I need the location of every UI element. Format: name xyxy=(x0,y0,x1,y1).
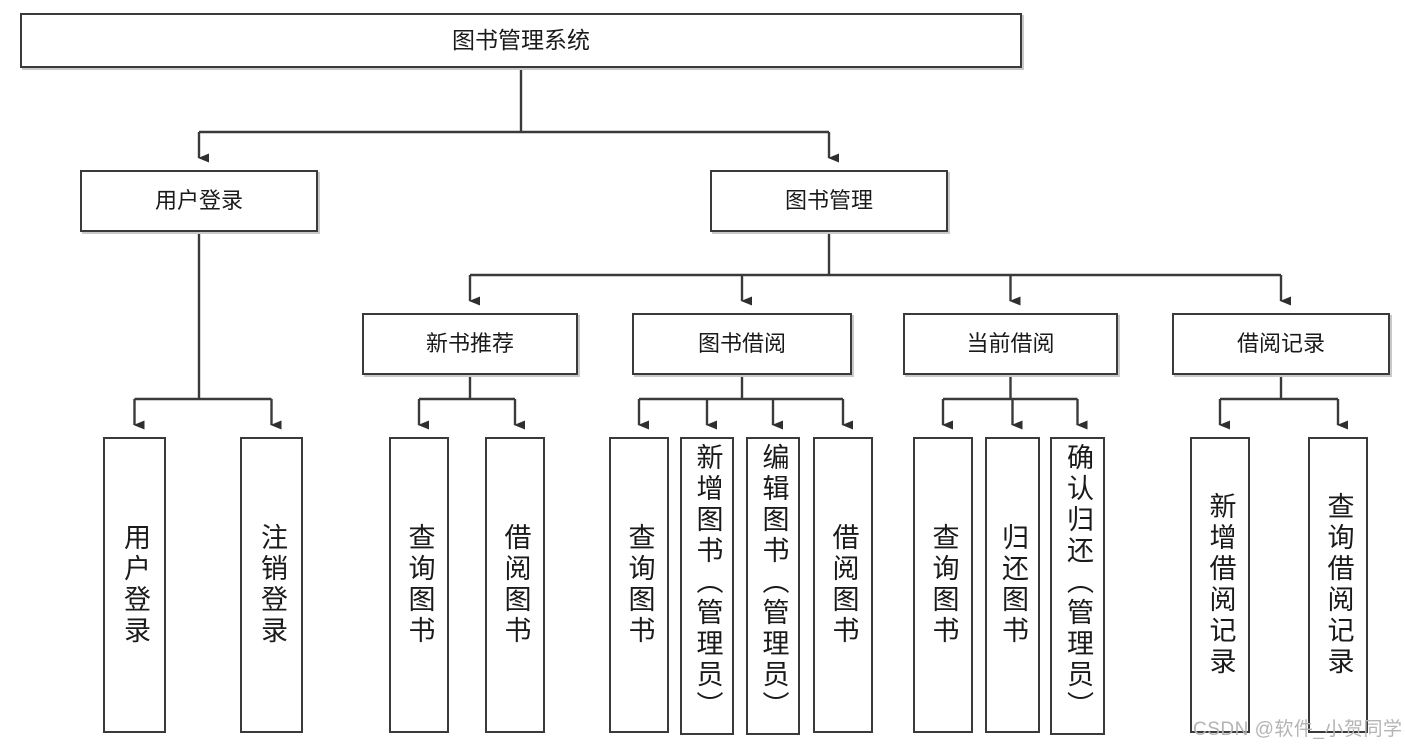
node-label: 当前借阅 xyxy=(966,331,1055,357)
watermark-text: CSDN @软件_小贺同学 xyxy=(1193,719,1403,740)
node-leaf-confirm-return[interactable]: 确认归还（管理员） xyxy=(1050,437,1105,735)
node-label: 新增借阅记录 xyxy=(1205,492,1236,678)
node-leaf-query-book-2[interactable]: 查询图书 xyxy=(609,437,669,733)
node-leaf-user-login[interactable]: 用户登录 xyxy=(103,437,166,733)
node-book-manage[interactable]: 图书管理 xyxy=(710,170,948,232)
node-label: 用户登录 xyxy=(154,188,243,214)
node-root[interactable]: 图书管理系统 xyxy=(20,13,1022,68)
node-new-book-rec[interactable]: 新书推荐 xyxy=(362,313,578,375)
node-label: 注销登录 xyxy=(257,523,287,647)
node-label: 新书推荐 xyxy=(425,331,514,357)
node-current-borrow[interactable]: 当前借阅 xyxy=(903,313,1118,375)
node-leaf-borrow-book-2[interactable]: 借阅图书 xyxy=(813,437,873,733)
node-leaf-query-book-3[interactable]: 查询图书 xyxy=(913,437,973,733)
node-label: 图书借阅 xyxy=(697,331,786,357)
node-label: 查询图书 xyxy=(928,523,959,647)
node-label: 图书管理 xyxy=(784,188,873,214)
node-leaf-edit-book[interactable]: 编辑图书（管理员） xyxy=(746,437,800,735)
node-label: 查询图书 xyxy=(404,523,435,647)
node-label: 借阅图书 xyxy=(828,523,859,647)
node-leaf-add-record[interactable]: 新增借阅记录 xyxy=(1190,437,1250,733)
node-label: 查询图书 xyxy=(624,523,655,647)
node-label: 编辑图书（管理员） xyxy=(758,443,789,722)
node-label: 确认归还（管理员） xyxy=(1063,443,1093,722)
node-label: 图书管理系统 xyxy=(452,26,590,53)
node-label: 用户登录 xyxy=(120,523,150,647)
node-label: 借阅图书 xyxy=(500,523,531,647)
node-label: 借阅记录 xyxy=(1236,331,1325,357)
node-label: 归还图书 xyxy=(998,523,1028,647)
node-leaf-add-book[interactable]: 新增图书（管理员） xyxy=(680,437,734,735)
node-borrow-record[interactable]: 借阅记录 xyxy=(1172,313,1390,375)
node-user-login[interactable]: 用户登录 xyxy=(80,170,318,232)
node-leaf-return-book[interactable]: 归还图书 xyxy=(985,437,1040,733)
node-label: 查询借阅记录 xyxy=(1323,492,1354,678)
node-book-borrow[interactable]: 图书借阅 xyxy=(632,313,852,375)
node-leaf-logout[interactable]: 注销登录 xyxy=(240,437,303,733)
node-leaf-borrow-book-1[interactable]: 借阅图书 xyxy=(485,437,545,733)
node-leaf-query-book-1[interactable]: 查询图书 xyxy=(389,437,449,733)
node-leaf-query-record[interactable]: 查询借阅记录 xyxy=(1308,437,1368,733)
node-label: 新增图书（管理员） xyxy=(692,443,723,722)
